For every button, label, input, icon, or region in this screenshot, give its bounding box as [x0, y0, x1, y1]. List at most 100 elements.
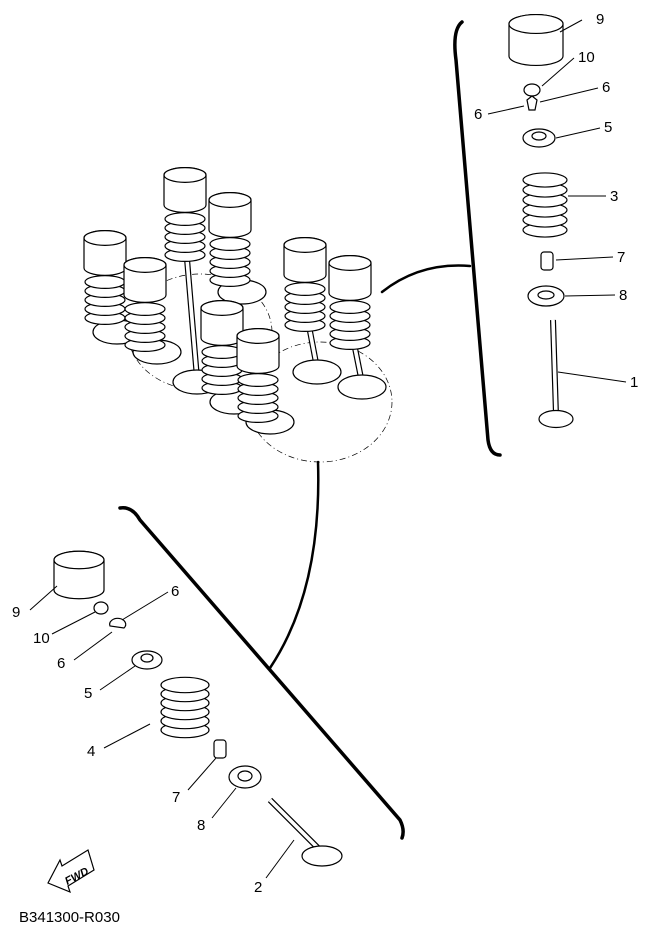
- callout-exhaust-2: 2: [254, 879, 263, 896]
- assembled-spring: [284, 282, 326, 333]
- intake-valve-spring: [522, 172, 568, 238]
- intake-valve: [538, 319, 574, 429]
- callout-exhaust-5: 5: [84, 685, 93, 702]
- callout-leader-line: [487, 105, 525, 115]
- spring-coil: [124, 302, 166, 317]
- lifter-top: [328, 255, 372, 271]
- spring-coil: [201, 345, 243, 360]
- assembled-spring: [237, 373, 279, 424]
- lifter-top: [508, 13, 564, 35]
- assembled-spring: [164, 212, 206, 263]
- assembled-lifter: [283, 237, 327, 283]
- assembled-spring: [124, 302, 166, 353]
- exhaust-valve-cotter: [109, 617, 127, 629]
- spring-coil: [522, 172, 568, 188]
- callout-leader-line: [73, 631, 113, 661]
- callout-intake-3: 3: [610, 188, 619, 205]
- spring-coil: [84, 275, 126, 290]
- assembled-lifter: [123, 257, 167, 303]
- spring-coil: [164, 212, 206, 227]
- callout-leader-line: [557, 371, 627, 383]
- callout-intake-9: 9: [596, 11, 605, 28]
- callout-intake-6: 6: [474, 106, 483, 123]
- callout-leader-line: [103, 723, 151, 749]
- assembled-lifter: [328, 255, 372, 301]
- callout-leader-line: [121, 591, 169, 621]
- exhaust-valve: [267, 797, 343, 867]
- callout-exhaust-7: 7: [172, 789, 181, 806]
- callout-exhaust-4: 4: [87, 743, 96, 760]
- valve-stem-inner: [551, 319, 558, 416]
- callout-leader-line: [211, 787, 237, 819]
- callout-exhaust-10: 10: [33, 630, 50, 647]
- assembled-lifter: [163, 167, 207, 213]
- lifter-top: [83, 230, 127, 246]
- assembled-lifter: [83, 230, 127, 276]
- valve-head: [538, 409, 574, 429]
- callout-leader-line: [539, 87, 599, 103]
- assembled-spring: [209, 237, 251, 288]
- callout-intake-5: 5: [604, 119, 613, 136]
- callout-leader-line: [559, 19, 583, 33]
- callout-leader-line: [99, 665, 136, 691]
- callout-exhaust-6: 6: [171, 583, 180, 600]
- intake-valve-lifter: [508, 13, 564, 67]
- exhaust-spring-seat-hole: [237, 770, 253, 782]
- assembled-spring: [329, 300, 371, 351]
- callout-leader-line: [29, 585, 58, 611]
- intake-spring-seat-hole: [537, 290, 555, 300]
- callout-intake-8: 8: [619, 287, 628, 304]
- fwd-arrow-icon: FWD: [47, 849, 95, 894]
- callout-intake-1: 1: [630, 374, 639, 391]
- callout-leader-line: [51, 611, 96, 635]
- exhaust-valve-pad: [93, 601, 109, 615]
- valve-head: [337, 374, 387, 400]
- lifter-top: [208, 192, 252, 208]
- exhaust-valve-spring: [160, 676, 210, 739]
- spring-coil: [237, 373, 279, 388]
- callout-intake-10: 10: [578, 49, 595, 66]
- spring-coil: [160, 676, 210, 694]
- lifter-top: [53, 550, 105, 570]
- cylinder-outline: [247, 341, 393, 463]
- intake-retainer-hole: [531, 131, 547, 141]
- callout-intake-7: 7: [617, 249, 626, 266]
- assembled-lifter: [236, 328, 280, 374]
- exhaust-valve-lifter: [53, 550, 105, 600]
- exhaust-retainer-hole: [140, 653, 154, 663]
- valve-stem-inner: [268, 798, 324, 854]
- assembled-spring: [201, 345, 243, 396]
- callout-leader-line: [555, 127, 601, 139]
- assembled-spring: [84, 275, 126, 326]
- intake-group-bracket: [453, 20, 502, 457]
- callout-exhaust-6: 6: [57, 655, 66, 672]
- callout-intake-6: 6: [602, 79, 611, 96]
- spring-coil: [284, 282, 326, 297]
- assembled-lifter: [200, 300, 244, 346]
- lifter-top: [283, 237, 327, 253]
- leader-to-intake: [380, 264, 472, 294]
- callout-exhaust-9: 9: [12, 604, 21, 621]
- lifter-top: [163, 167, 207, 183]
- exhaust-valve-stem-seal: [213, 739, 227, 759]
- leader-to-exhaust: [268, 460, 320, 670]
- lifter-top: [236, 328, 280, 344]
- spring-coil: [209, 237, 251, 252]
- spring-coil: [329, 300, 371, 315]
- intake-valve-pad: [523, 83, 541, 97]
- intake-valve-stem-seal: [540, 251, 554, 271]
- callout-leader-line: [187, 757, 217, 791]
- callout-leader-line: [541, 57, 575, 87]
- intake-valve-cotter: [526, 95, 538, 111]
- assembled-lifter: [208, 192, 252, 238]
- valve-head: [301, 845, 343, 867]
- callout-exhaust-8: 8: [197, 817, 206, 834]
- callout-leader-line: [564, 294, 616, 297]
- callout-leader-line: [265, 839, 295, 879]
- exhaust-group-bracket: [118, 506, 405, 840]
- callout-leader-line: [555, 256, 614, 261]
- diagram-code: B341300-R030: [19, 909, 120, 926]
- lifter-top: [200, 300, 244, 316]
- lifter-top: [123, 257, 167, 273]
